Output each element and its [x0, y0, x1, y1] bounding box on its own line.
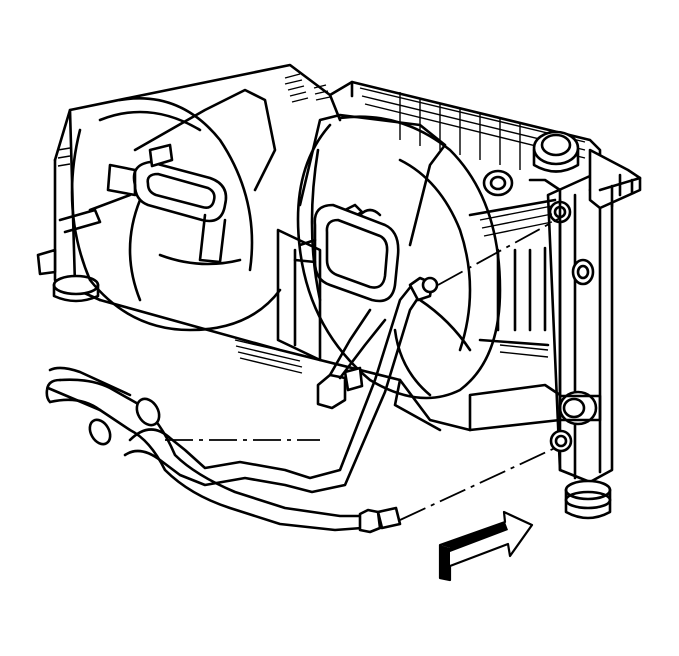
- left-fan: [58, 97, 282, 332]
- cooler-lines: [45, 276, 439, 534]
- left-fan-motor-bracket: [106, 88, 277, 264]
- radiator-cap: [532, 130, 580, 173]
- right-fan: [296, 115, 502, 400]
- left-mount-isolator: [36, 248, 100, 303]
- fan-shroud: [53, 63, 562, 432]
- upper-radiator-fitting: [482, 169, 514, 197]
- direction-arrow-icon: [438, 510, 534, 582]
- shroud-connector: [316, 308, 387, 410]
- right-mount-isolator: [564, 479, 612, 520]
- radiator-core: [284, 73, 602, 170]
- alignment-dashes: [165, 217, 561, 521]
- right-fan-motor-bracket: [276, 113, 447, 362]
